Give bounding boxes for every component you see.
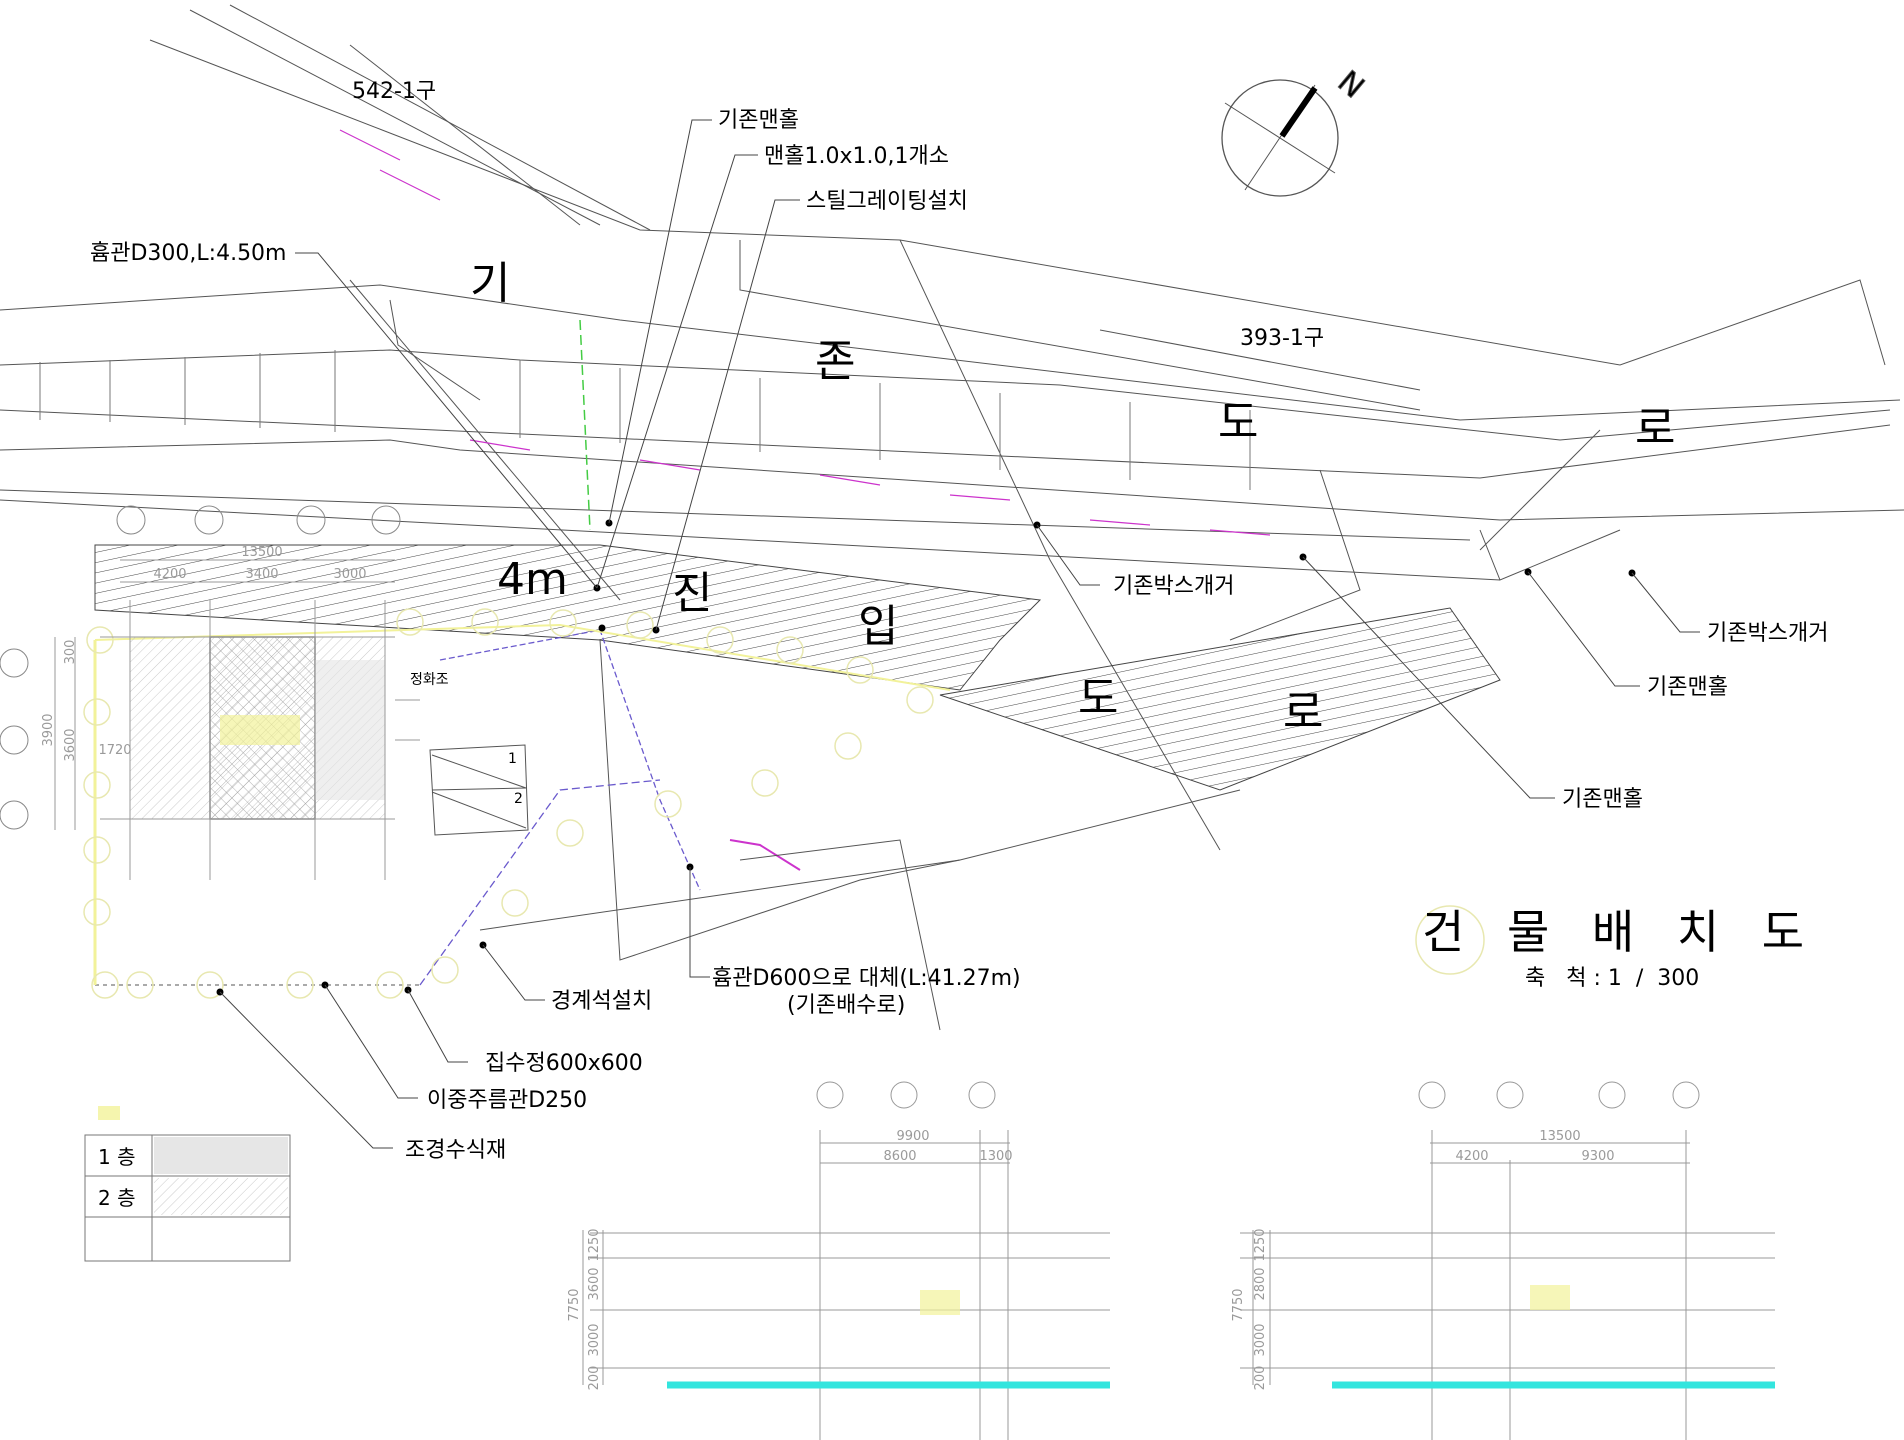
elev2-side-total: 7750 [1231,1288,1246,1321]
purple-pipe-line [419,779,661,986]
purple-drain-line [439,629,701,891]
road-grid-ticks [39,350,1251,490]
access-road-bottom [479,839,961,1031]
access-label-jin: 진 [672,568,712,619]
floor-legend: 1 층 2 층 [84,1106,291,1262]
legend-floor-2: 2 층 [98,1186,135,1210]
annotation-steel-grating: 스틸그레이팅설치 [806,189,968,214]
annotation-manhole-new: 맨홀1.0x1.0,1개소 [764,144,949,169]
dim-plan-c: 3000 [333,567,366,582]
elev2-side-c: 3000 [1253,1323,1268,1356]
landscape-circles [83,608,1485,999]
building-plan: 13500 4200 3400 3000 300 3900 3600 1720 [0,505,420,880]
north-label: N [1331,64,1371,105]
access-road-hatch-east [939,607,1501,791]
access-label-do: 도 [1078,673,1118,724]
floor-boxes [429,744,529,836]
annotation-curb-stone: 경계석설치 [551,989,652,1014]
elev1-dim-b: 1300 [979,1149,1012,1164]
annotation-existing-manhole-3: 기존맨홀 [1562,787,1643,812]
road-label-gi: 기 [470,258,510,309]
elev1-side-c: 3000 [587,1323,602,1356]
elev2-dim-a: 4200 [1455,1149,1488,1164]
annotation-double-pipe: 이중주름관D250 [427,1088,587,1113]
access-label-ip: 입 [858,601,898,652]
annotation-landscape: 조경수식재 [405,1138,506,1163]
elev2-side-a: 1250 [1253,1228,1268,1261]
annotation-catch-basin: 집수정600x600 [485,1051,643,1076]
road-label-jon: 존 [815,336,855,387]
legend-floor-1: 1 층 [98,1145,135,1169]
yellow-curb-line-2 [94,623,951,691]
drawing-title: 건 물 배 치 도 [1422,905,1818,959]
annotation-pipe-d300: 흄관D300,L:4.50m [90,241,287,266]
elev1-side-b: 3600 [587,1267,602,1300]
annotation-pipe-d600-note: (기존배수로) [787,993,905,1018]
annotation-box-culvert-2: 기존박스개거 [1707,621,1828,646]
elev2-side-d: 200 [1253,1366,1268,1391]
elev1-side-total: 7750 [567,1288,582,1321]
existing-road-outlines [0,4,1904,851]
septic-label: 정화조 [410,672,449,688]
road-label-do: 도 [1218,397,1258,448]
dim-side-d: 1720 [98,743,131,758]
dim-side-c: 3600 [63,728,78,761]
elev1-side-a: 1250 [587,1228,602,1261]
magenta-road-markers [339,129,1271,871]
dim-side-b: 3900 [41,713,56,746]
dim-plan-a: 4200 [153,567,186,582]
annotation-box-culvert-1: 기존박스개거 [1113,574,1234,599]
leader-lines [219,119,1700,1149]
access-label-ro: 로 [1283,687,1323,738]
lot-393: 393-1구 [1240,326,1324,351]
elev2-dim-total: 13500 [1539,1129,1580,1144]
elev1-dim-total: 9900 [896,1129,929,1144]
dim-plan-total: 13500 [241,545,282,560]
drawing-scale: 축 척 : 1 / 300 [1525,966,1699,991]
access-road-width: 4m [497,554,568,605]
annotation-existing-manhole-2: 기존맨홀 [1647,675,1728,700]
elevation-2: 13500 4200 9300 7750 1250 2800 3000 200 [1231,1081,1775,1440]
north-arrow: N [1221,64,1371,197]
elevation-1: 9900 8600 1300 7750 1250 3600 3000 200 [567,1081,1110,1440]
dim-side-a: 300 [63,640,78,665]
dim-plan-b: 3400 [245,567,278,582]
access-road-edge [599,639,1241,961]
annotation-existing-manhole-1: 기존맨홀 [718,108,799,133]
box-1-label: 1 [508,751,517,767]
elev1-dim-a: 8600 [883,1149,916,1164]
road-label-ro: 로 [1635,403,1675,454]
box-2-label: 2 [514,791,523,807]
lot-542: 542-1구 [352,79,436,104]
elev2-dim-b: 9300 [1581,1149,1614,1164]
access-road-hatch-west [94,544,1042,691]
annotation-pipe-d600: 흄관D600으로 대체(L:41.27m) [712,966,1021,991]
green-dashed-line [579,319,591,531]
elev1-side-d: 200 [587,1366,602,1391]
elev2-side-b: 2800 [1253,1267,1268,1300]
